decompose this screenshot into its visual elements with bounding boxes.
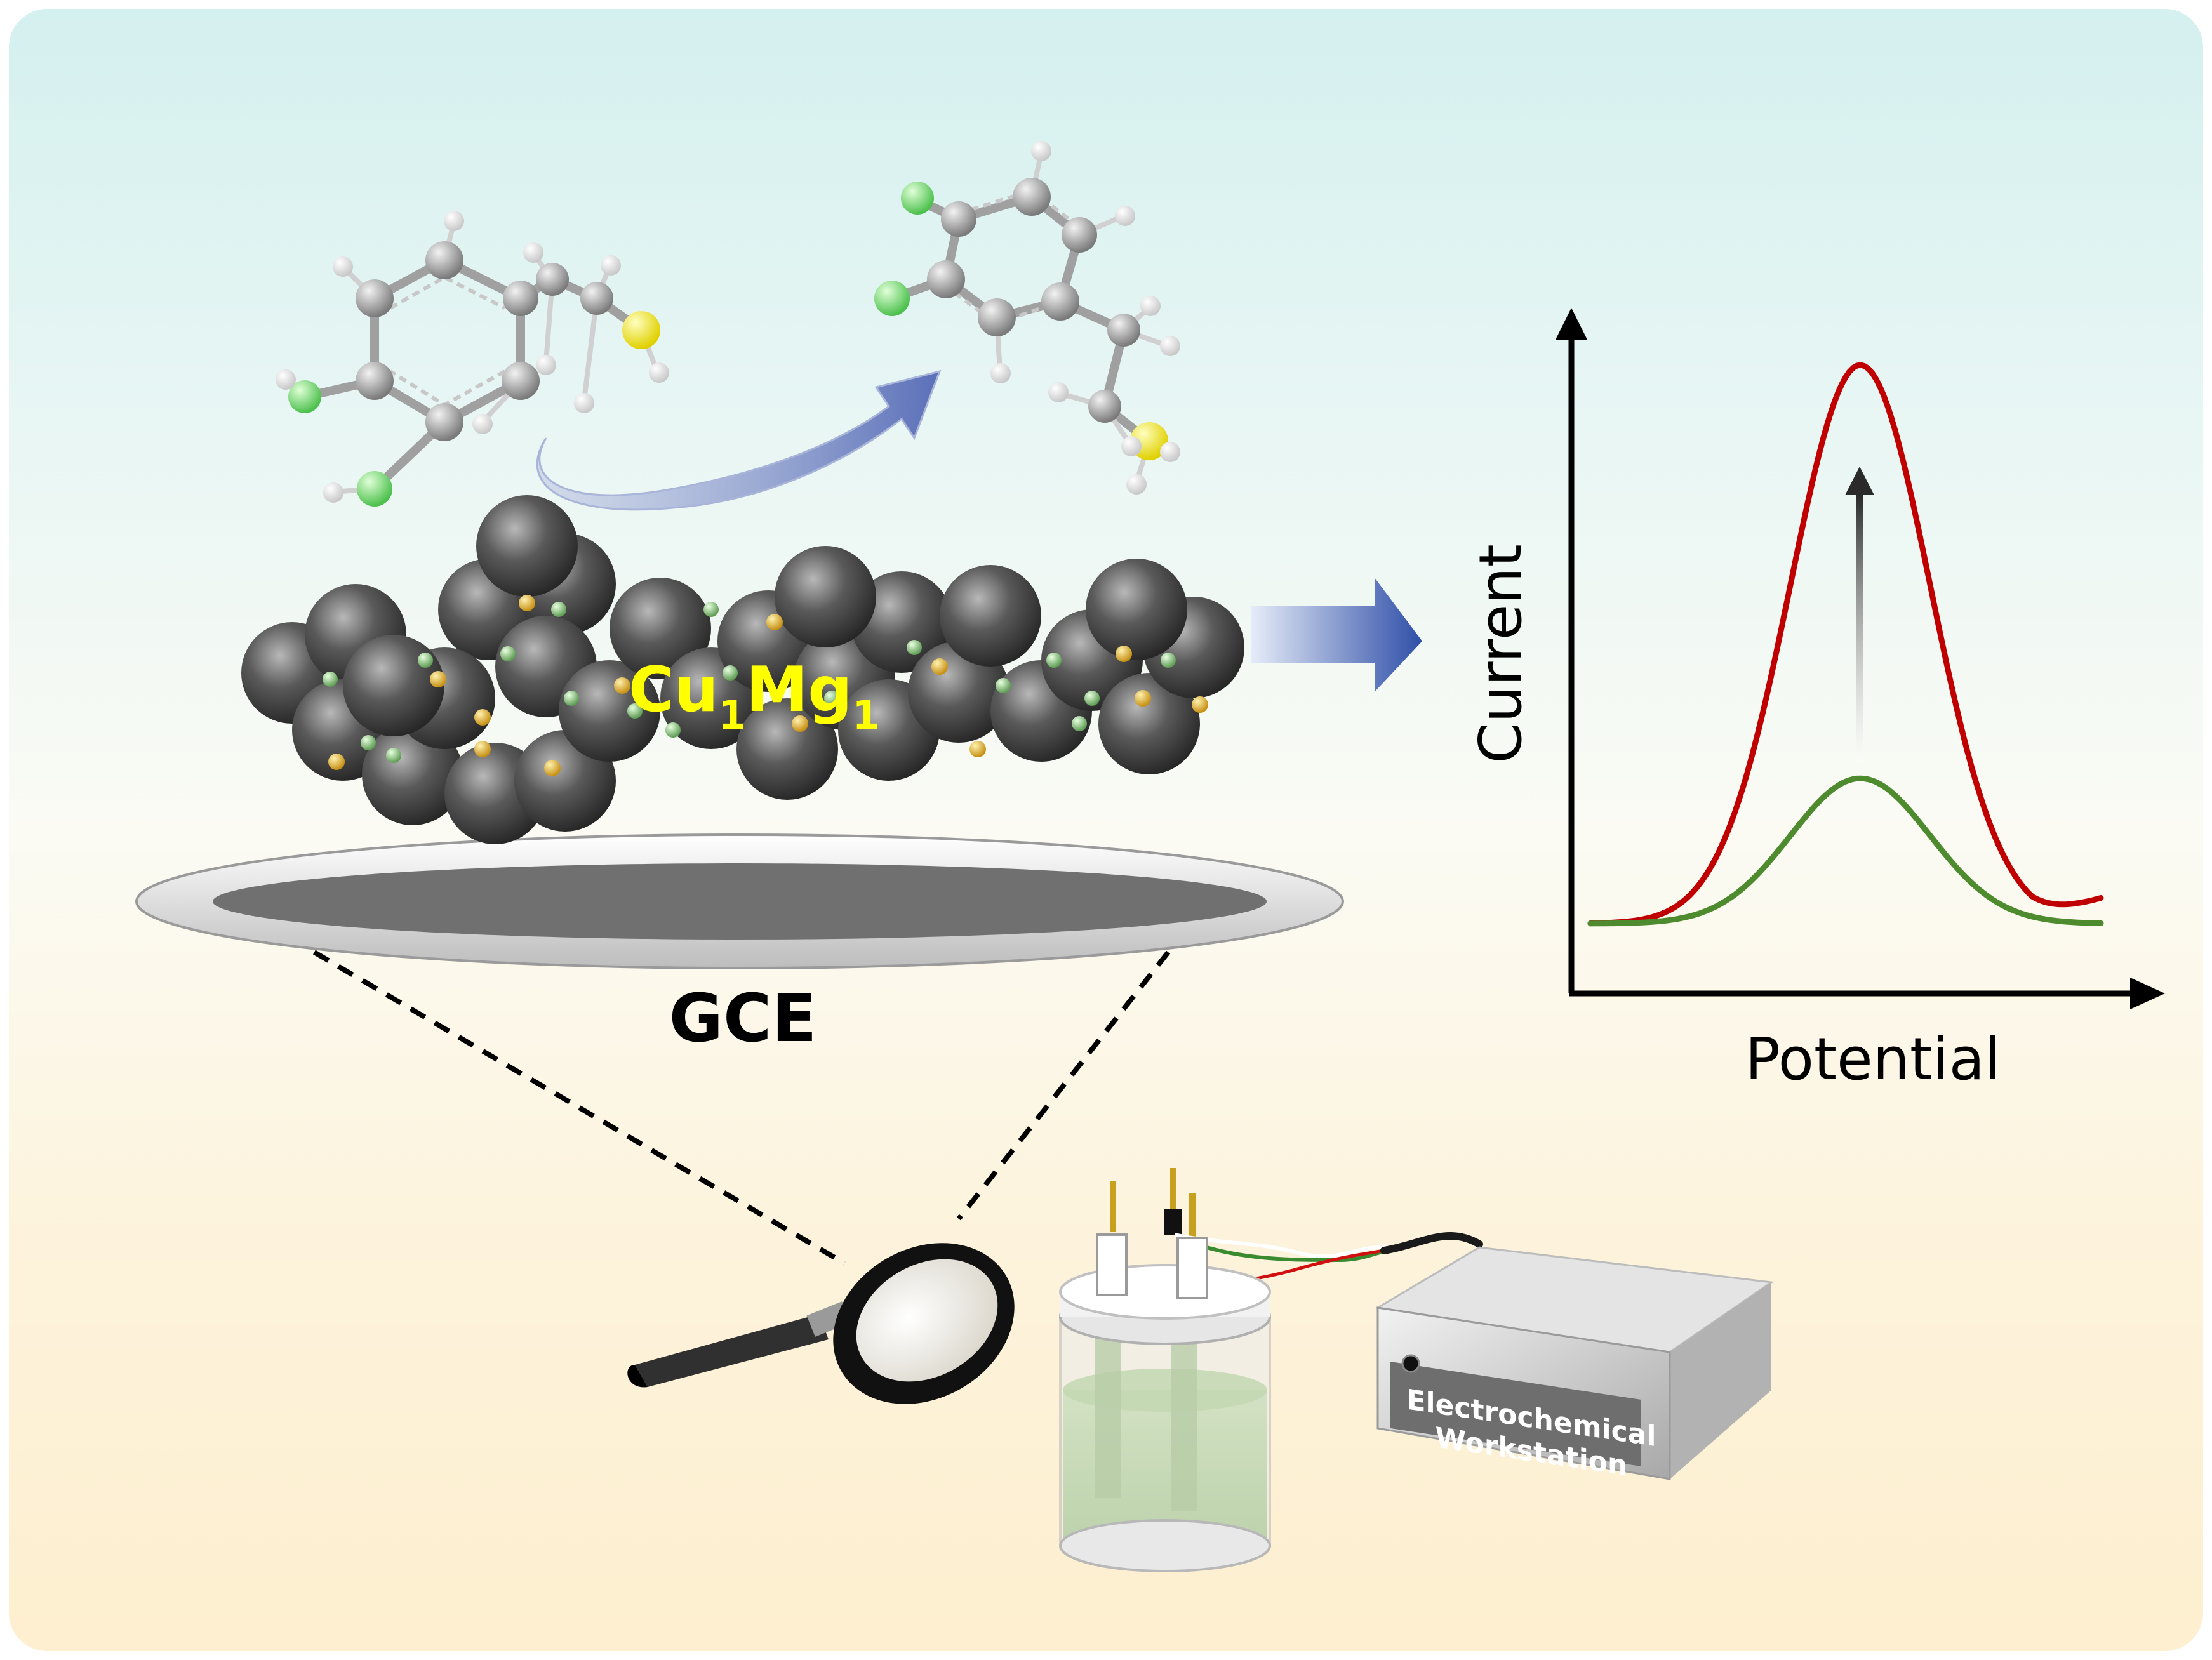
- mg-atom: [323, 672, 338, 687]
- molecule-reactant: [276, 211, 669, 507]
- mg-atom: [386, 748, 401, 763]
- x-axis-label: Potential: [1745, 1025, 2001, 1093]
- cu-atom: [1135, 690, 1151, 707]
- power-led: [1401, 1354, 1420, 1373]
- glassy-carbon-electrode: [135, 833, 1344, 969]
- cu-atom: [1192, 696, 1208, 713]
- cu-atom: [474, 741, 491, 757]
- mg-atom: [1046, 653, 1062, 668]
- reaction-arrow: [536, 369, 942, 511]
- cu-atom: [969, 741, 986, 757]
- mg-atom: [1072, 716, 1087, 731]
- cu-atom: [1116, 646, 1132, 662]
- mg-atom: [703, 602, 719, 617]
- mg-atom: [665, 722, 681, 738]
- mg-atom: [996, 678, 1011, 693]
- mg-atom: [1161, 653, 1176, 668]
- electrode-pins: [1110, 1168, 1196, 1238]
- mg-atom: [723, 665, 738, 681]
- mg-atom: [824, 691, 839, 706]
- mg-atom: [500, 646, 516, 661]
- cu-atom: [474, 709, 491, 726]
- series-red-curve: [1587, 362, 2104, 926]
- mg-atom: [1084, 691, 1100, 706]
- molecule-product: [874, 141, 1180, 495]
- flow-arrow: [1251, 578, 1422, 692]
- cu1mg1-catalyst-cluster: [241, 495, 1244, 844]
- zoom-lines: [312, 950, 1171, 1266]
- carbon-support-sphere: [476, 495, 578, 597]
- carbon-support-sphere: [1098, 673, 1200, 774]
- mg-atom: [907, 640, 922, 655]
- increase-arrow-head: [1845, 467, 1874, 495]
- carbon-support-sphere: [775, 546, 876, 647]
- carbon-support-sphere: [1086, 559, 1187, 660]
- carbon-support-sphere: [736, 698, 838, 800]
- carbon-support-sphere: [940, 565, 1041, 667]
- y-axis-arrowhead: [1556, 308, 1587, 340]
- cu-atom: [614, 677, 630, 694]
- increase-arrow-shaft: [1856, 495, 1863, 762]
- y-axis-label: Current: [1467, 544, 1535, 764]
- voltammogram-plot: Current Potential: [1467, 308, 2165, 1093]
- carbon-support-sphere: [362, 724, 463, 825]
- mg-atom: [361, 735, 376, 750]
- catalyst-label: Cu1Mg1: [629, 654, 880, 738]
- cu-atom: [792, 715, 808, 732]
- electrochemical-workstation: Electrochemical Workstation: [1375, 1246, 1775, 1482]
- series-green-curve: [1587, 775, 2104, 927]
- x-axis-arrowhead: [2130, 978, 2165, 1009]
- electrode-label: GCE: [669, 979, 817, 1057]
- cu-atom: [931, 658, 948, 675]
- mg-atom: [418, 653, 433, 668]
- cu-atom: [430, 671, 446, 687]
- carbon-support-sphere: [559, 660, 660, 762]
- cu-atom: [766, 614, 783, 630]
- carbon-support-sphere: [343, 635, 444, 736]
- electrochemical-cell: [1059, 1168, 1483, 1572]
- cu-atom: [519, 595, 535, 611]
- magnifier-icon: [627, 1243, 1015, 1404]
- carbon-support-sphere: [610, 578, 711, 679]
- mg-atom: [564, 691, 579, 706]
- cu-atom: [544, 760, 561, 776]
- cu-atom: [328, 754, 345, 770]
- mg-atom: [551, 602, 566, 617]
- mg-atom: [627, 703, 643, 719]
